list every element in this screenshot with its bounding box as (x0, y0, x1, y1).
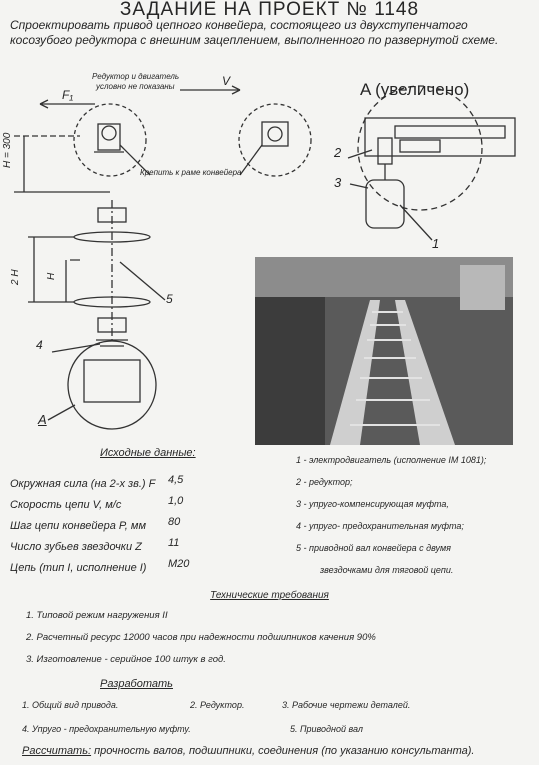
param-value: 4,5 (168, 474, 184, 486)
callout-a: A (38, 412, 47, 427)
zoom-label: A (увеличено) (360, 80, 470, 99)
develop-item: 4. Упруго - предохранительную муфту. (22, 724, 191, 734)
param-row: Окружная сила (на 2-х зв.) F 4,5 (10, 474, 240, 495)
requirements-list: 1. Типовой режим нагружения II 2. Расчет… (26, 610, 536, 676)
param-row: Число зубьев звездочки Z 11 (10, 537, 240, 558)
calculate-text: прочность валов, подшипники, соединения … (94, 745, 475, 757)
force-label: F₁ (62, 88, 74, 102)
dimension-2h: 2 H (10, 269, 21, 285)
requirement-item: 2. Расчетный ресурс 12000 часов при наде… (26, 632, 376, 643)
callout-3: 3 (334, 175, 342, 190)
param-value: 1,0 (168, 495, 184, 507)
develop-item: 1. Общий вид привода. (22, 700, 119, 710)
page-title: ЗАДАНИЕ НА ПРОЕКТ № 1148 (119, 0, 420, 20)
develop-item: 5. Приводной вал (290, 724, 363, 734)
param-value: 11 (168, 537, 180, 549)
params-table: Окружная сила (на 2-х зв.) F 4,5 Скорост… (10, 474, 240, 579)
requirement-item: 3. Изготовление - серийное 100 штук в го… (26, 654, 226, 665)
callout-1: 1 (432, 236, 440, 251)
param-label: Цепь (тип I, исполнение I) (10, 562, 147, 574)
velocity-label: V (222, 74, 231, 88)
develop-item: 3. Рабочие чертежи деталей. (282, 700, 411, 710)
component-legend: 1 - электродвигатель (исполнение IM 1081… (296, 455, 534, 587)
reducer-note-line1: Редуктор и двигатель (92, 72, 180, 81)
develop-item: 2. Редуктор. (190, 700, 245, 710)
requirement-item: 1. Типовой режим нагружения II (26, 610, 168, 621)
frame-note: Крепить к раме конвейера (140, 168, 242, 177)
legend-item: 3 - упруго-компенсирующая муфта, (296, 499, 449, 509)
param-value: 80 (168, 516, 181, 528)
requirements-title: Технические требования (210, 590, 329, 601)
callout-4: 4 (36, 338, 43, 352)
reducer-note-line2: условно не показаны (96, 82, 175, 91)
calculate-line: Рассчитать: прочность валов, подшипники,… (22, 745, 537, 757)
legend-item: 5 - приводной вал конвейера с двумя (296, 543, 451, 553)
param-row: Цепь (тип I, исполнение I) M20 (10, 558, 240, 579)
param-label: Шаг цепи конвейера P, мм (10, 520, 146, 532)
param-row: Скорость цепи V, м/с 1,0 (10, 495, 240, 516)
legend-item: звездочками для тяговой цепи. (320, 565, 454, 575)
param-label: Окружная сила (на 2-х зв.) F (10, 478, 156, 490)
legend-item: 4 - упруго- предохранительная муфта; (296, 521, 464, 531)
legend-item: 1 - электродвигатель (исполнение IM 1081… (296, 455, 487, 465)
param-row: Шаг цепи конвейера P, мм 80 (10, 516, 240, 537)
conveyor-photo (255, 257, 513, 445)
param-value: M20 (168, 558, 190, 570)
dimension-h: H (46, 272, 57, 280)
params-title: Исходные данные: (100, 447, 196, 459)
param-label: Скорость цепи V, м/с (10, 499, 122, 511)
legend-item: 2 - редуктор; (296, 477, 353, 487)
callout-2: 2 (334, 145, 342, 160)
calculate-label: Рассчитать: (22, 745, 92, 757)
height-label: H = 300 (2, 132, 13, 168)
task-description: Спроектировать привод цепного конвейера,… (10, 18, 499, 47)
param-label: Число зубьев звездочки Z (10, 541, 142, 553)
develop-title: Разработать (100, 678, 173, 690)
callout-5: 5 (166, 292, 173, 306)
drive-schematic (14, 85, 516, 445)
